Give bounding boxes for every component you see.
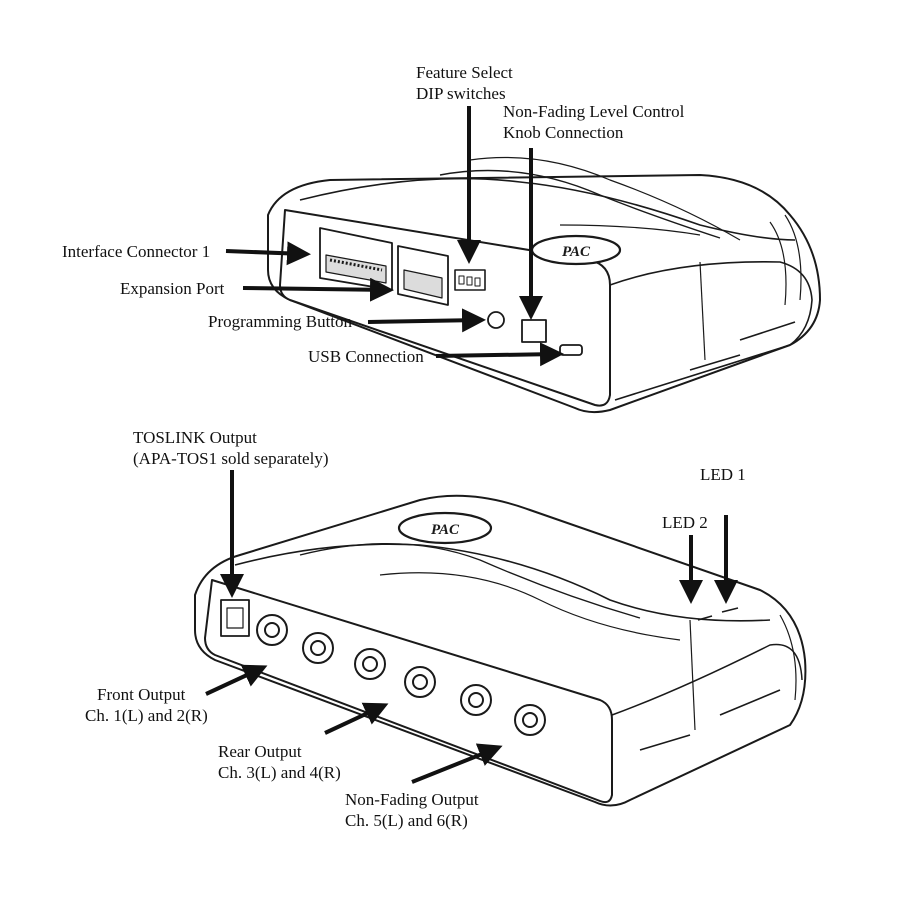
label-rear-output-line2: Ch. 3(L) and 4(R) bbox=[218, 763, 341, 782]
bottom-device: PAC bbox=[194, 494, 807, 807]
label-interface-connector: Interface Connector 1 bbox=[62, 242, 211, 261]
top-arrows bbox=[225, 106, 564, 367]
top-device: PAC bbox=[267, 156, 821, 414]
label-toslink-line2: (APA-TOS1 sold separately) bbox=[133, 449, 329, 468]
label-non-fading-level-line2: Knob Connection bbox=[503, 123, 624, 142]
bottom-device-body bbox=[194, 494, 807, 807]
bottom-logo-text: PAC bbox=[431, 522, 460, 538]
label-rear-output: Rear Output Ch. 3(L) and 4(R) bbox=[218, 741, 341, 783]
label-feature-select-line1: Feature Select bbox=[416, 63, 513, 82]
label-programming-button: Programming Button bbox=[208, 312, 353, 331]
rca-jacks bbox=[256, 614, 546, 736]
dip-switches bbox=[454, 269, 486, 291]
label-led1: LED 1 bbox=[700, 465, 746, 484]
label-non-fading-level-line1: Non-Fading Level Control bbox=[503, 102, 685, 121]
label-front-output-line1: Front Output bbox=[97, 685, 186, 704]
label-nonfading-output-line1: Non-Fading Output bbox=[345, 790, 479, 809]
bottom-arrows bbox=[205, 470, 738, 784]
level-knob-connection bbox=[521, 319, 547, 343]
label-toslink-line1: TOSLINK Output bbox=[133, 428, 257, 447]
label-toslink: TOSLINK Output (APA-TOS1 sold separately… bbox=[133, 427, 328, 469]
label-expansion-port: Expansion Port bbox=[120, 279, 225, 298]
label-rear-output-line1: Rear Output bbox=[218, 742, 302, 761]
label-nonfading-output: Non-Fading Output Ch. 5(L) and 6(R) bbox=[345, 789, 479, 831]
top-logo-text: PAC bbox=[562, 244, 591, 260]
usb-connection bbox=[559, 344, 583, 356]
label-front-output: Front Output Ch. 1(L) and 2(R) bbox=[85, 684, 208, 726]
label-feature-select: Feature Select DIP switches bbox=[416, 62, 513, 104]
label-feature-select-line2: DIP switches bbox=[416, 84, 506, 103]
label-nonfading-output-line2: Ch. 5(L) and 6(R) bbox=[345, 811, 468, 830]
bottom-logo-badge bbox=[397, 511, 493, 545]
label-usb-connection: USB Connection bbox=[308, 347, 424, 366]
toslink-port bbox=[220, 599, 250, 637]
label-non-fading-level: Non-Fading Level Control Knob Connection bbox=[503, 101, 684, 143]
label-front-output-line2: Ch. 1(L) and 2(R) bbox=[85, 706, 208, 725]
programming-button bbox=[487, 311, 505, 329]
label-led2: LED 2 bbox=[662, 513, 708, 532]
